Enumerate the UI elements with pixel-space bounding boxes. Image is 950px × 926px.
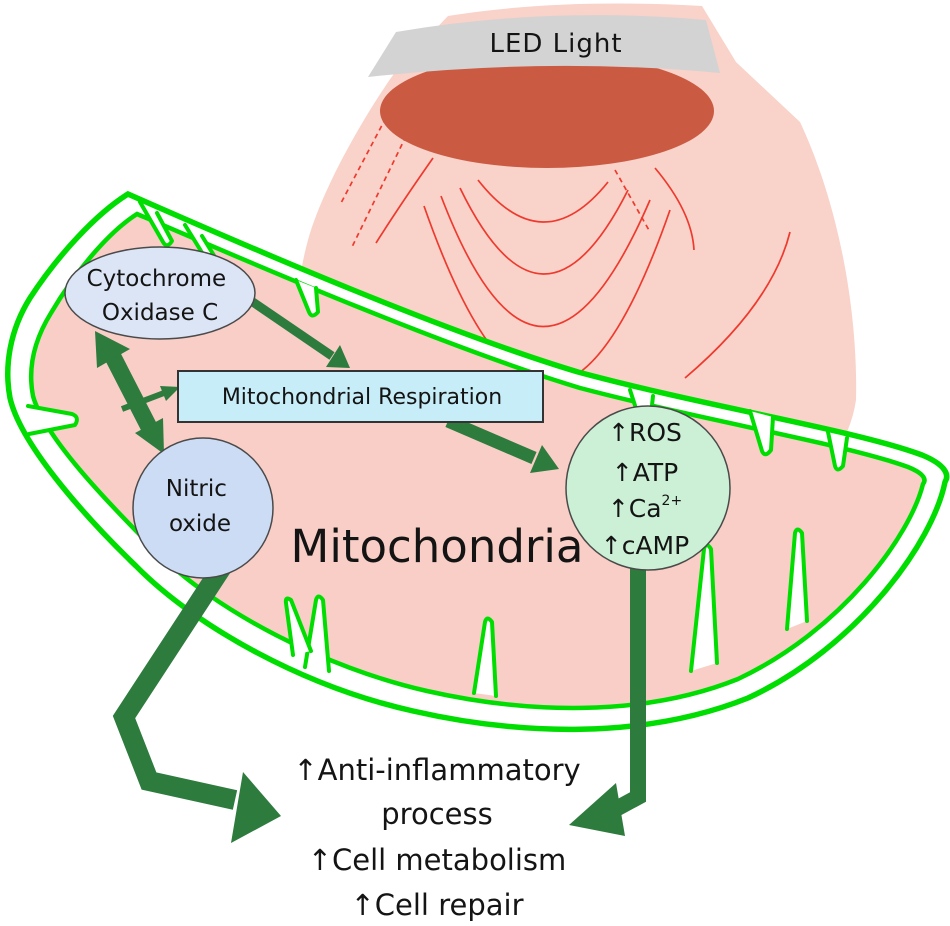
- crista: [26, 404, 79, 436]
- arrow-respiration-to-effects: [445, 415, 537, 464]
- arrow-cytochrome-to-respiration: [244, 294, 335, 360]
- effects-calcium-label: ↑Ca2+: [608, 493, 682, 523]
- effects-atp-label: ↑ATP: [612, 458, 678, 487]
- light-spot: [380, 54, 714, 168]
- crista: [294, 278, 320, 318]
- arrows: [95, 294, 646, 843]
- arrowhead: [569, 783, 625, 836]
- led-label: LED Light: [489, 29, 622, 59]
- mitochondrial-respiration-box: [177, 370, 544, 423]
- arrowhead: [160, 386, 180, 401]
- crista: [748, 409, 775, 457]
- nitric-oxide-node: [132, 437, 274, 579]
- crista: [826, 430, 849, 472]
- effects-ros-label: ↑ROS: [608, 418, 682, 447]
- crista: [472, 616, 498, 698]
- effects-node: [565, 405, 731, 571]
- outcome-line: process: [381, 797, 492, 831]
- arrow-nitric-to-outcomes: [112, 555, 238, 810]
- wave-right-1: [654, 167, 695, 251]
- wave-left-3: [375, 157, 434, 244]
- outcome-line: ↑Cell metabolism: [308, 843, 567, 877]
- arrowhead: [530, 445, 559, 473]
- wave-right-2: [684, 231, 791, 379]
- arrow-effects-to-outcomes: [610, 567, 646, 818]
- nitric-oxide-label: Nitric oxide: [166, 476, 234, 537]
- arrowhead: [135, 418, 164, 454]
- outcomes-text: ↑Anti-inflammatory process ↑Cell metabol…: [293, 753, 580, 922]
- effects-camp-label: ↑cAMP: [601, 531, 689, 560]
- crista: [138, 200, 174, 248]
- outcome-line: ↑Cell repair: [350, 888, 523, 922]
- arrowhead: [95, 331, 130, 368]
- wave-arc-2: [459, 187, 629, 275]
- wave-dash-left-2: [351, 127, 411, 248]
- wave-dash-right-3: [614, 169, 651, 233]
- cytochrome-oxidase-label: Cytochrome Oxidase C: [87, 266, 234, 326]
- arrow-branch-to-respiration: [120, 390, 166, 412]
- outcome-line: ↑Anti-inflammatory: [293, 753, 580, 787]
- wave-arc-1: [477, 179, 609, 223]
- arrow-cytochrome-nitric: [103, 349, 159, 435]
- crista: [785, 527, 809, 631]
- mitochondrial-respiration-label: Mitochondrial Respiration: [222, 385, 502, 410]
- arrowhead: [326, 345, 350, 368]
- mitochondria-label: Mitochondria: [291, 520, 584, 573]
- crista: [283, 596, 313, 657]
- wave-arc-3: [440, 195, 651, 328]
- led-panel: [368, 15, 720, 78]
- cytochrome-oxidase-node: [64, 246, 256, 340]
- arrowhead: [231, 772, 281, 843]
